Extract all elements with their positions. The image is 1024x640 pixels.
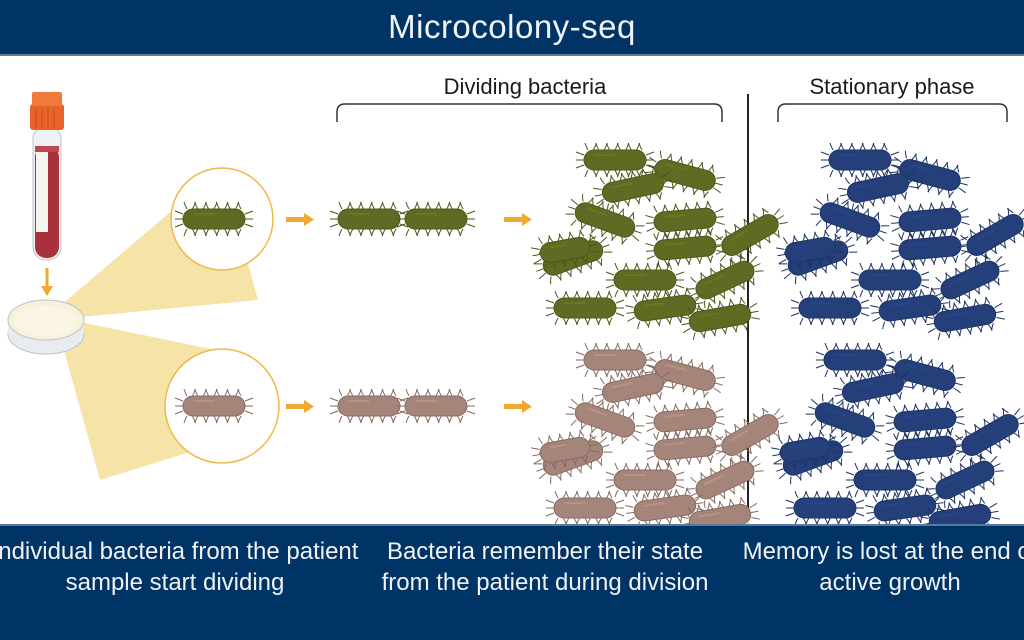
colony-bacterium-stationary	[870, 287, 950, 330]
colony-bacterium-brown	[565, 393, 645, 445]
colony-bacterium-stationary	[952, 407, 1024, 465]
diagram-title: Microcolony-seq	[388, 8, 636, 45]
colony-bacterium-brown	[545, 490, 625, 526]
colony-bacterium-brown	[645, 400, 725, 440]
arrow-icon	[286, 213, 314, 226]
colony-bacterium-green	[593, 166, 673, 211]
colony-bacterium-green	[680, 296, 760, 341]
bacterium-green	[174, 201, 254, 237]
colony-bacterium-brown	[645, 428, 725, 468]
colony-bacterium-green	[645, 228, 725, 268]
colony-bacterium-stationary	[820, 142, 900, 178]
colony-bacterium-brown	[686, 454, 764, 509]
colony-bacterium-brown	[593, 366, 673, 411]
colony-bacterium-brown	[645, 350, 725, 398]
bacterium-brown	[396, 388, 476, 424]
colony-bacterium-green	[605, 262, 685, 298]
colony-bacterium-stationary	[885, 400, 965, 440]
colony-bacterium-stationary	[790, 290, 870, 326]
arrow-icon	[286, 400, 314, 413]
down-arrow-icon	[41, 268, 53, 296]
colony-bacterium-stationary	[890, 228, 970, 268]
petri-dish	[7, 299, 85, 355]
colony-bacterium-green	[712, 207, 788, 265]
colony-bacterium-stationary	[838, 166, 918, 211]
bacterium-green	[329, 201, 409, 237]
caption-individual-bacteria: Individual bacteria from the patient sam…	[0, 538, 359, 596]
stationary-phase-label: Stationary phase	[809, 74, 975, 99]
colony-bacterium-green	[575, 142, 655, 178]
colony-bacterium-stationary	[890, 150, 970, 198]
caption-memory-lost: Memory is lost at the end of active grow…	[742, 538, 1024, 596]
colony-bacterium-green	[531, 229, 599, 271]
colony-bacterium-green	[565, 193, 645, 245]
colony-bacterium-stationary	[785, 490, 865, 526]
colony-bacterium-stationary	[957, 207, 1024, 265]
colony-bacterium-stationary	[776, 229, 844, 271]
colony-bacterium-stationary	[833, 366, 913, 411]
dividing-bacteria-label: Dividing bacteria	[443, 74, 607, 99]
colony-bacterium-stationary	[850, 262, 930, 298]
arrow-icon	[504, 213, 532, 226]
colony-bacterium-stationary	[805, 393, 885, 445]
colony-bacterium-brown	[575, 342, 655, 378]
colony-bacterium-green	[645, 200, 725, 240]
colony-bacterium-stationary	[771, 429, 839, 471]
blood-sample-tube	[30, 92, 64, 261]
colony-bacterium-stationary	[815, 342, 895, 378]
bacterium-green	[396, 201, 476, 237]
colony-bacterium-stationary	[845, 462, 925, 498]
colony-bacterium-stationary	[926, 454, 1004, 509]
colony-bacterium-stationary	[885, 428, 965, 468]
bacterium-brown	[174, 388, 254, 424]
title-banner: Microcolony-seq	[0, 0, 1024, 56]
colony-bacterium-stationary	[890, 200, 970, 240]
arrow-icon	[504, 400, 532, 413]
colony-bacterium-brown	[625, 487, 705, 530]
colony-bacterium-stationary	[810, 193, 890, 245]
bacterium-brown	[329, 388, 409, 424]
colony-bacterium-brown	[605, 462, 685, 498]
caption-bacteria-remember: Bacteria remember their state from the p…	[381, 538, 709, 596]
colony-bacterium-green	[686, 254, 764, 309]
bracket-dividing	[336, 103, 723, 122]
colony-bacterium-green	[545, 290, 625, 326]
bracket-stationary	[777, 103, 1008, 122]
caption-banner: Individual bacteria from the patient sam…	[0, 524, 1024, 640]
colony-bacterium-stationary	[925, 296, 1005, 341]
colony-bacterium-brown	[531, 429, 599, 471]
colony-bacterium-brown	[712, 407, 788, 465]
bacteria-layer	[174, 142, 1024, 541]
colony-bacterium-stationary	[931, 254, 1009, 309]
